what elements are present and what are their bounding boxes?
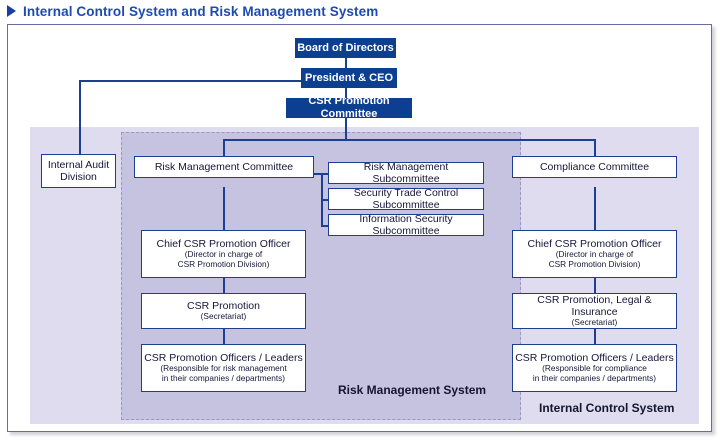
box-compliance-promotion-main: CSR Promotion, Legal & Insurance: [537, 293, 652, 319]
box-subcommittee-security-trade-control[interactable]: Security Trade Control Subcommittee: [328, 186, 484, 211]
connector-bus-to-subcommittee-3: [321, 225, 329, 227]
box-risk-management-committee-label: Risk Management Committee: [154, 160, 294, 173]
box-compliance-csr-promotion-officers-leaders[interactable]: CSR Promotion Officers / Leaders (Respon…: [512, 344, 677, 392]
box-internal-audit-line2: Division: [60, 171, 97, 183]
box-risk-management-committee[interactable]: Risk Management Committee: [134, 156, 314, 178]
connector-csr-committee-down: [345, 118, 347, 140]
box-subcommittee-security-trade-control-label: Security Trade Control Subcommittee: [353, 186, 459, 211]
box-risk-chief-officer-sub1: (Director in charge of: [184, 249, 263, 260]
box-risk-promotion-sub1: (Secretariat): [200, 311, 247, 322]
box-risk-officers-sub2: in their companies / departments): [161, 373, 286, 384]
box-subcommittee-risk-management-label: Risk Management Subcommittee: [363, 160, 449, 185]
box-compliance-officers-sub1: (Responsible for compliance: [542, 363, 647, 374]
box-compliance-committee[interactable]: Compliance Committee: [512, 156, 677, 178]
box-compliance-committee-label: Compliance Committee: [539, 160, 650, 173]
connector-board-to-president: [345, 58, 347, 73]
box-compliance-chief-csr-promotion-officer[interactable]: Chief CSR Promotion Officer (Director in…: [512, 230, 677, 278]
box-subcommittee-information-security[interactable]: Information Security Subcommittee: [328, 212, 484, 237]
connector-compliance-committee-to-chief: [594, 187, 596, 231]
label-risk-management-system: Risk Management System: [338, 383, 487, 397]
connector-bus-to-risk-committee: [223, 139, 225, 163]
connector-risk-committee-to-chief: [223, 187, 225, 231]
box-risk-chief-officer-sub2: CSR Promotion Division): [177, 259, 270, 270]
box-risk-officers-main: CSR Promotion Officers / Leaders: [144, 351, 303, 364]
box-compliance-officers-main: CSR Promotion Officers / Leaders: [515, 351, 674, 364]
connector-president-to-audit-vertical: [79, 80, 81, 163]
box-csr-promotion-committee[interactable]: CSR Promotion Committee: [286, 95, 412, 120]
connector-risk-chief-to-promotion: [223, 278, 225, 294]
box-risk-csr-promotion-secretariat[interactable]: CSR Promotion (Secretariat): [141, 293, 306, 329]
connector-president-to-audit-horizontal: [79, 80, 301, 82]
label-internal-control-system: Internal Control System: [539, 401, 675, 415]
connector-risk-committee-to-subbus: [313, 173, 326, 175]
connector-bus-to-subcommittee-1: [321, 173, 329, 175]
box-internal-audit-line1: Internal Audit: [47, 158, 110, 171]
connector-bus-to-compliance-committee: [594, 139, 596, 163]
diagram-frame: Board of Directors President & CEO CSR P…: [7, 24, 712, 432]
connector-president-to-csr-committee: [345, 88, 347, 103]
box-compliance-csr-promotion-legal-insurance[interactable]: CSR Promotion, Legal & Insurance (Secret…: [512, 293, 677, 329]
connector-distribution-bus: [223, 139, 595, 141]
box-compliance-officers-sub2: in their companies / departments): [532, 373, 657, 384]
connector-bus-to-subcommittee-2: [321, 199, 329, 201]
page-title: Internal Control System and Risk Managem…: [23, 3, 379, 19]
connector-compliance-chief-to-promotion: [594, 278, 596, 294]
box-compliance-chief-officer-sub1: (Director in charge of: [555, 249, 634, 260]
box-compliance-promotion-sub1: (Secretariat): [571, 317, 618, 328]
box-subcommittee-risk-management[interactable]: Risk Management Subcommittee: [328, 160, 484, 185]
box-subcommittee-information-security-label: Information Security Subcommittee: [359, 212, 453, 237]
box-board-of-directors[interactable]: Board of Directors: [295, 38, 396, 58]
triangle-right-icon: [7, 5, 16, 17]
box-president-ceo[interactable]: President & CEO: [301, 68, 397, 88]
box-board-of-directors-label: Board of Directors: [297, 41, 394, 54]
connector-risk-promotion-to-officers: [223, 329, 225, 345]
box-risk-chief-csr-promotion-officer[interactable]: Chief CSR Promotion Officer (Director in…: [141, 230, 306, 278]
connector-compliance-promotion-to-officers: [594, 329, 596, 345]
box-csr-promotion-committee-label: CSR Promotion Committee: [308, 95, 390, 120]
box-compliance-chief-officer-main: Chief CSR Promotion Officer: [527, 237, 662, 250]
box-compliance-chief-officer-sub2: CSR Promotion Division): [548, 259, 641, 270]
box-president-ceo-label: President & CEO: [304, 71, 394, 84]
box-risk-chief-officer-main: Chief CSR Promotion Officer: [156, 237, 291, 250]
box-risk-csr-promotion-officers-leaders[interactable]: CSR Promotion Officers / Leaders (Respon…: [141, 344, 306, 392]
box-internal-audit-division[interactable]: Internal Audit Division: [41, 154, 116, 188]
page-title-row: Internal Control System and Risk Managem…: [0, 0, 720, 22]
box-risk-officers-sub1: (Responsible for risk management: [160, 363, 287, 374]
box-risk-promotion-main: CSR Promotion: [187, 299, 260, 312]
